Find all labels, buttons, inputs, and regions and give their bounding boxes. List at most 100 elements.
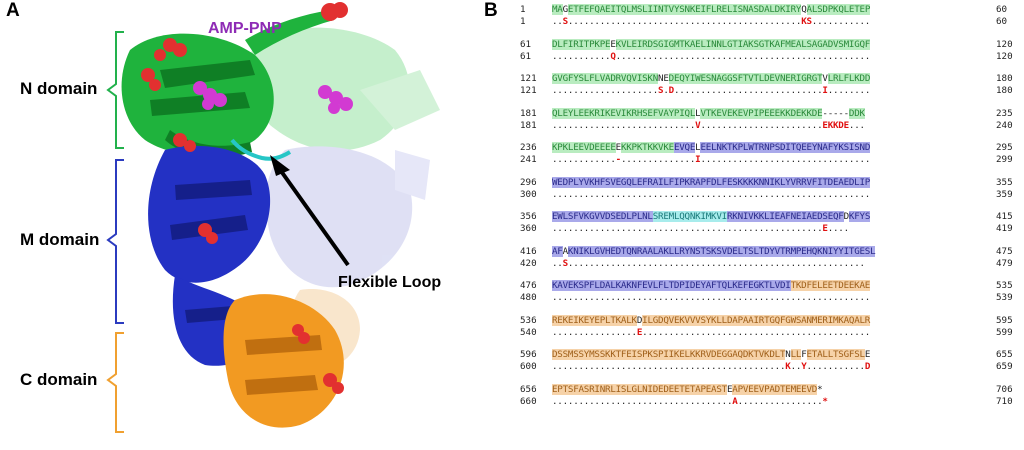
start-number-yeast: 181: [520, 119, 537, 131]
mutation-spheres: [141, 2, 348, 394]
sequence-segment: I: [822, 85, 828, 96]
sequence-segment: D: [864, 361, 871, 372]
start-number-human: 181: [520, 107, 537, 119]
start-number-human: 656: [520, 383, 537, 395]
sequence-segment: S: [562, 257, 569, 269]
sequence-segment: REKEIKEYEPLTKALK: [552, 314, 637, 326]
panel-label-a: A: [6, 0, 20, 21]
sequence-segment: EPTSFASRINRLISLGLNIDEDEETETAPEAST: [552, 383, 727, 395]
sequence-segment: F: [801, 349, 807, 360]
start-number-human: 1: [520, 4, 526, 15]
start-number-yeast: 300: [520, 188, 537, 200]
end-number-yeast: 539: [996, 292, 1013, 303]
sequence-segment: LRLFLKDD: [827, 73, 871, 84]
start-number-human: 536: [520, 314, 537, 326]
sequence-segment: ........................................…: [552, 361, 786, 372]
end-number-human: 535: [996, 280, 1013, 291]
sequence-segment: E: [636, 326, 643, 338]
m-domain-bracket: [106, 159, 124, 324]
sequence-segment: V: [822, 73, 828, 84]
flexible-loop-arrow: [274, 162, 350, 267]
sequence-segment: KPKLEEVDEEEE: [552, 142, 616, 153]
end-number-human: 655: [996, 349, 1013, 360]
n-domain-bracket: [106, 31, 124, 149]
sequence-segment: AF: [552, 245, 563, 257]
start-number-human: 61: [520, 38, 532, 50]
sequence-segment: ........................................…: [552, 223, 823, 234]
sequence-segment: V: [695, 119, 701, 131]
sequence-segment: KVLEIRDSGIGMTKAELINNLGTIAKSGTKAFMEALSAGA…: [615, 38, 871, 50]
sequence-segment: D: [843, 211, 850, 222]
start-number-human: 296: [520, 176, 537, 188]
start-number-human: 236: [520, 142, 537, 153]
start-number-human: 416: [520, 245, 537, 257]
sequence-segment: E: [726, 383, 733, 395]
end-number-human: 180: [996, 73, 1013, 84]
m-domain-label: M domain: [20, 230, 100, 249]
sequence-segment: ............................: [673, 85, 823, 96]
sequence-segment: ....................: [552, 85, 659, 96]
sequence-segment: EKKDE: [822, 119, 849, 131]
end-number-yeast: 60: [996, 16, 1008, 27]
sequence-segment: ETALLTSGFSL: [806, 349, 865, 360]
sequence-segment: N: [658, 73, 664, 84]
sequence-segment: G: [562, 4, 569, 15]
sequence-segment: E: [822, 223, 828, 234]
end-number-yeast: 710: [996, 395, 1013, 407]
end-number-human: 706: [996, 383, 1013, 395]
sequence-segment: ............: [552, 154, 616, 165]
n-domain-label: N domain: [20, 79, 98, 98]
sequence-segment: S: [658, 85, 664, 96]
flexible-loop-cartoon: [230, 138, 292, 161]
sequence-segment: -: [615, 154, 622, 165]
sequence-segment: ..: [552, 16, 563, 27]
sequence-segment: QLEYLEEKRIKEVIKRHSEFVAYPIQL: [552, 107, 696, 119]
sequence-segment: KNIKLGVHEDTQNRAALAKLLRYNSTSKSVDELTSLTDYV…: [567, 245, 876, 257]
sequence-segment: *: [817, 383, 823, 395]
sequence-segment: *: [822, 395, 828, 407]
end-number-yeast: 120: [996, 50, 1013, 62]
sequence-segment: EVQE: [673, 142, 696, 153]
sequence-segment: DEQYIWESNAGGSFTVTLDEVNERIGRGT: [668, 73, 823, 84]
sequence-segment: ...: [848, 119, 865, 131]
start-number-yeast: 420: [520, 257, 537, 269]
start-number-human: 356: [520, 211, 537, 222]
end-number-human: 595: [996, 314, 1013, 326]
c-domain-label: C domain: [20, 370, 98, 389]
sequence-segment: E: [864, 349, 871, 360]
end-number-yeast: 599: [996, 326, 1013, 338]
end-number-yeast: 659: [996, 361, 1013, 372]
start-number-human: 596: [520, 349, 537, 360]
sequence-segment: A: [562, 245, 569, 257]
sequence-segment: ................: [552, 326, 637, 338]
sequence-segment: L: [695, 142, 701, 153]
sequence-segment: Y: [801, 361, 807, 372]
sequence-segment: Q: [610, 50, 616, 62]
end-number-human: 475: [996, 245, 1013, 257]
sequence-segment: ................: [737, 395, 823, 407]
start-number-yeast: 540: [520, 326, 537, 338]
end-number-yeast: 479: [996, 257, 1013, 269]
sequence-segment: Q: [801, 4, 807, 15]
start-number-human: 476: [520, 280, 537, 291]
end-number-yeast: 359: [996, 188, 1013, 200]
sequence-segment: ..................................: [552, 395, 733, 407]
sequence-segment: LL: [790, 349, 802, 360]
end-number-human: 355: [996, 176, 1013, 188]
sequence-segment: ...........................: [552, 119, 696, 131]
sequence-segment: A: [732, 395, 738, 407]
sequence-segment: KFYS: [848, 211, 871, 222]
end-number-yeast: 240: [996, 119, 1013, 131]
sequence-segment: ........: [827, 85, 871, 96]
sequence-segment: ETFEFQAEITQLMSLIINTVYSNKEIFLRELISNASDALD…: [567, 4, 802, 15]
start-number-human: 121: [520, 73, 537, 84]
sequence-segment: ........................................…: [552, 292, 871, 303]
sequence-segment: EWLSFVKGVVDSEDLPLNL: [552, 211, 653, 222]
